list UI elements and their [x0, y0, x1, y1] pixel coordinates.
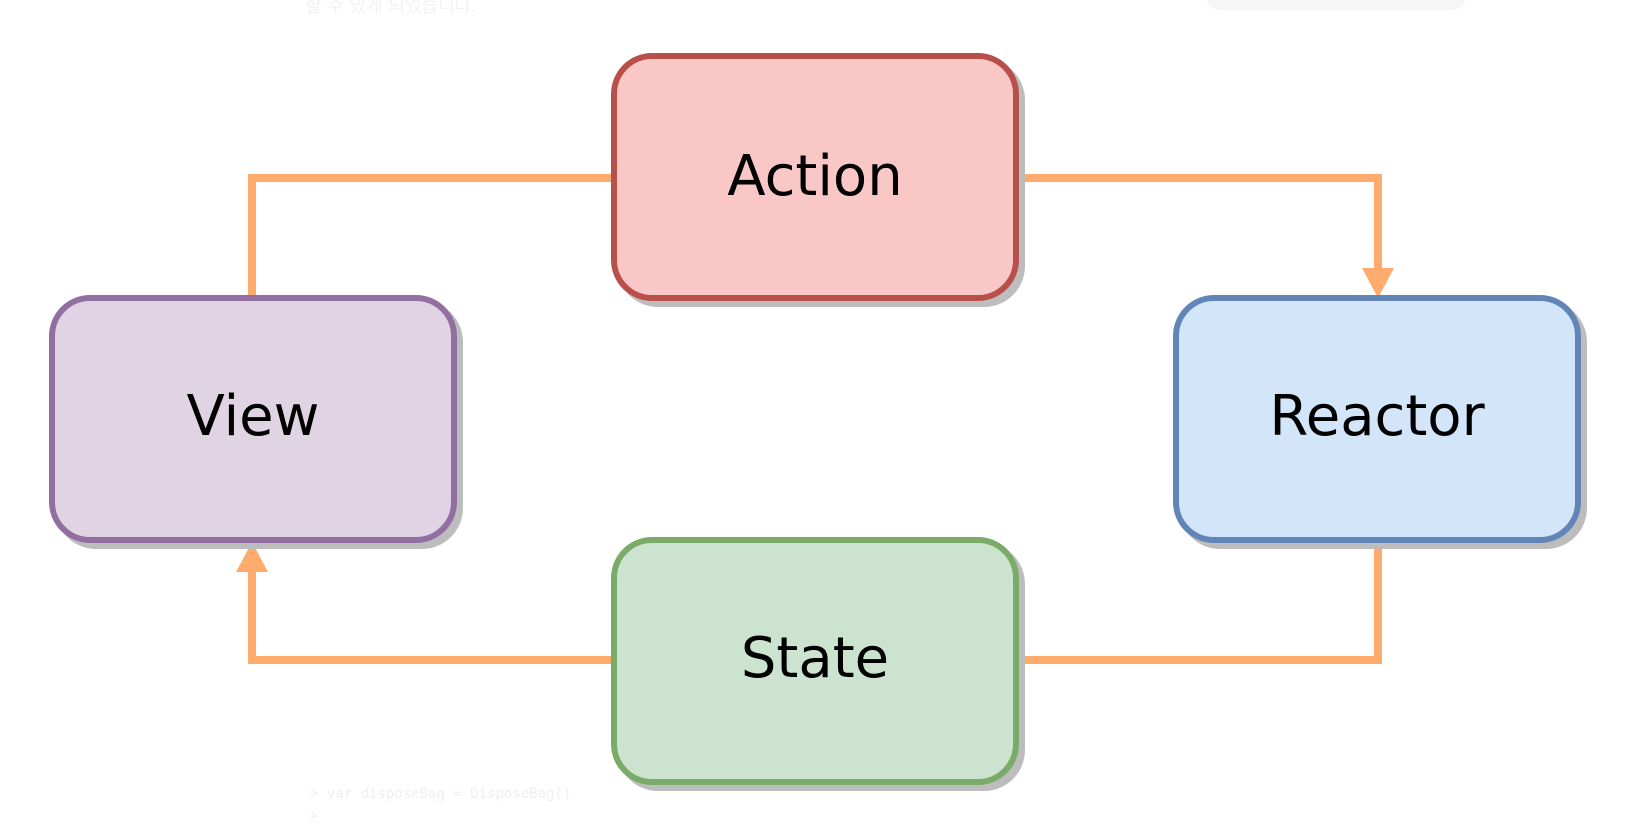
node-action-label: Action [727, 144, 902, 209]
node-reactor-label: Reactor [1269, 384, 1485, 449]
node-action-box [611, 53, 1019, 301]
edge-action-to-reactor [1018, 174, 1382, 270]
search-bar-fragment [1205, 0, 1467, 10]
edge-reactor-to-state [1018, 540, 1382, 664]
node-view-box [49, 295, 457, 543]
node-state [611, 537, 1019, 785]
node-state-label: State [741, 626, 889, 691]
background-code-line: > [310, 808, 319, 824]
node-action [611, 53, 1019, 301]
node-view-label: View [187, 384, 320, 449]
arrowhead-view [236, 542, 268, 572]
background-paragraph-text: 할 수 있게 되었습니다. [305, 0, 477, 17]
edges [236, 174, 1394, 664]
edge-state-to-view [248, 568, 612, 664]
arrowhead-reactor [1362, 268, 1394, 298]
node-state-box [611, 537, 1019, 785]
background-code-line: > var disposeBag = DisposeBag() [310, 786, 572, 802]
node-reactor-box [1173, 295, 1581, 543]
node-view [49, 295, 457, 543]
edge-view-to-action [248, 174, 612, 296]
node-reactor [1173, 295, 1581, 543]
